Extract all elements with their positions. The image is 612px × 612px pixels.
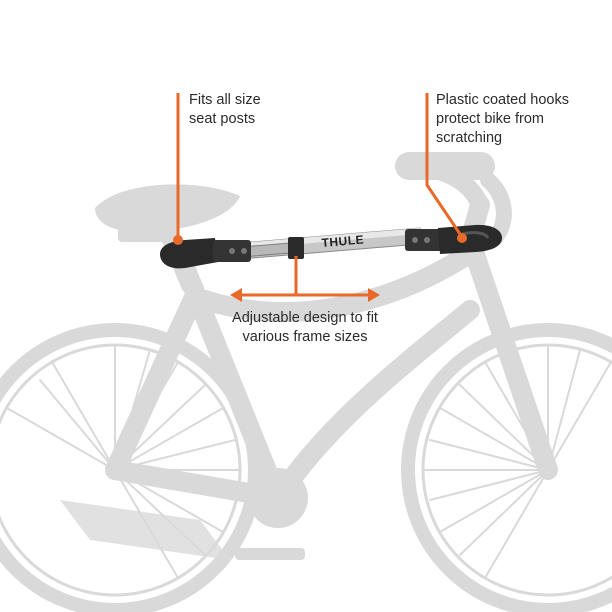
front-wheel [401,323,612,612]
annotation-line: Fits all size [189,92,261,108]
right-hook [405,224,502,254]
chainring [248,468,308,528]
adapter-center-clamp [288,237,304,259]
callout-lines [176,93,464,297]
seat-callout-dot [173,235,183,245]
bicycle-silhouette-icon [0,152,612,612]
hooks-callout-dot [457,233,467,243]
annotation-line: scratching [436,130,503,146]
seat-posts-annotation: Fits all size seat posts [189,91,261,129]
left-hook [160,238,251,269]
callout-markers [173,233,467,302]
annotation-line: seat posts [189,111,256,127]
brand-logo: THULE [321,232,365,250]
saddle [95,184,240,232]
annotation-line: Plastic coated hooks [436,92,569,108]
arrow-left-head [230,288,242,302]
annotation-line: protect bike from [436,111,544,127]
hooks-callout-line [425,93,464,238]
annotation-line: various frame sizes [242,329,368,345]
hooks-annotation: Plastic coated hooks protect bike from s… [436,91,569,148]
frame-adapter-bar-icon: THULE [160,224,502,269]
annotation-line: Adjustable design to fit [232,310,378,326]
adjustable-annotation: Adjustable design to fit various frame s… [224,309,386,347]
arrow-right-head [368,288,380,302]
